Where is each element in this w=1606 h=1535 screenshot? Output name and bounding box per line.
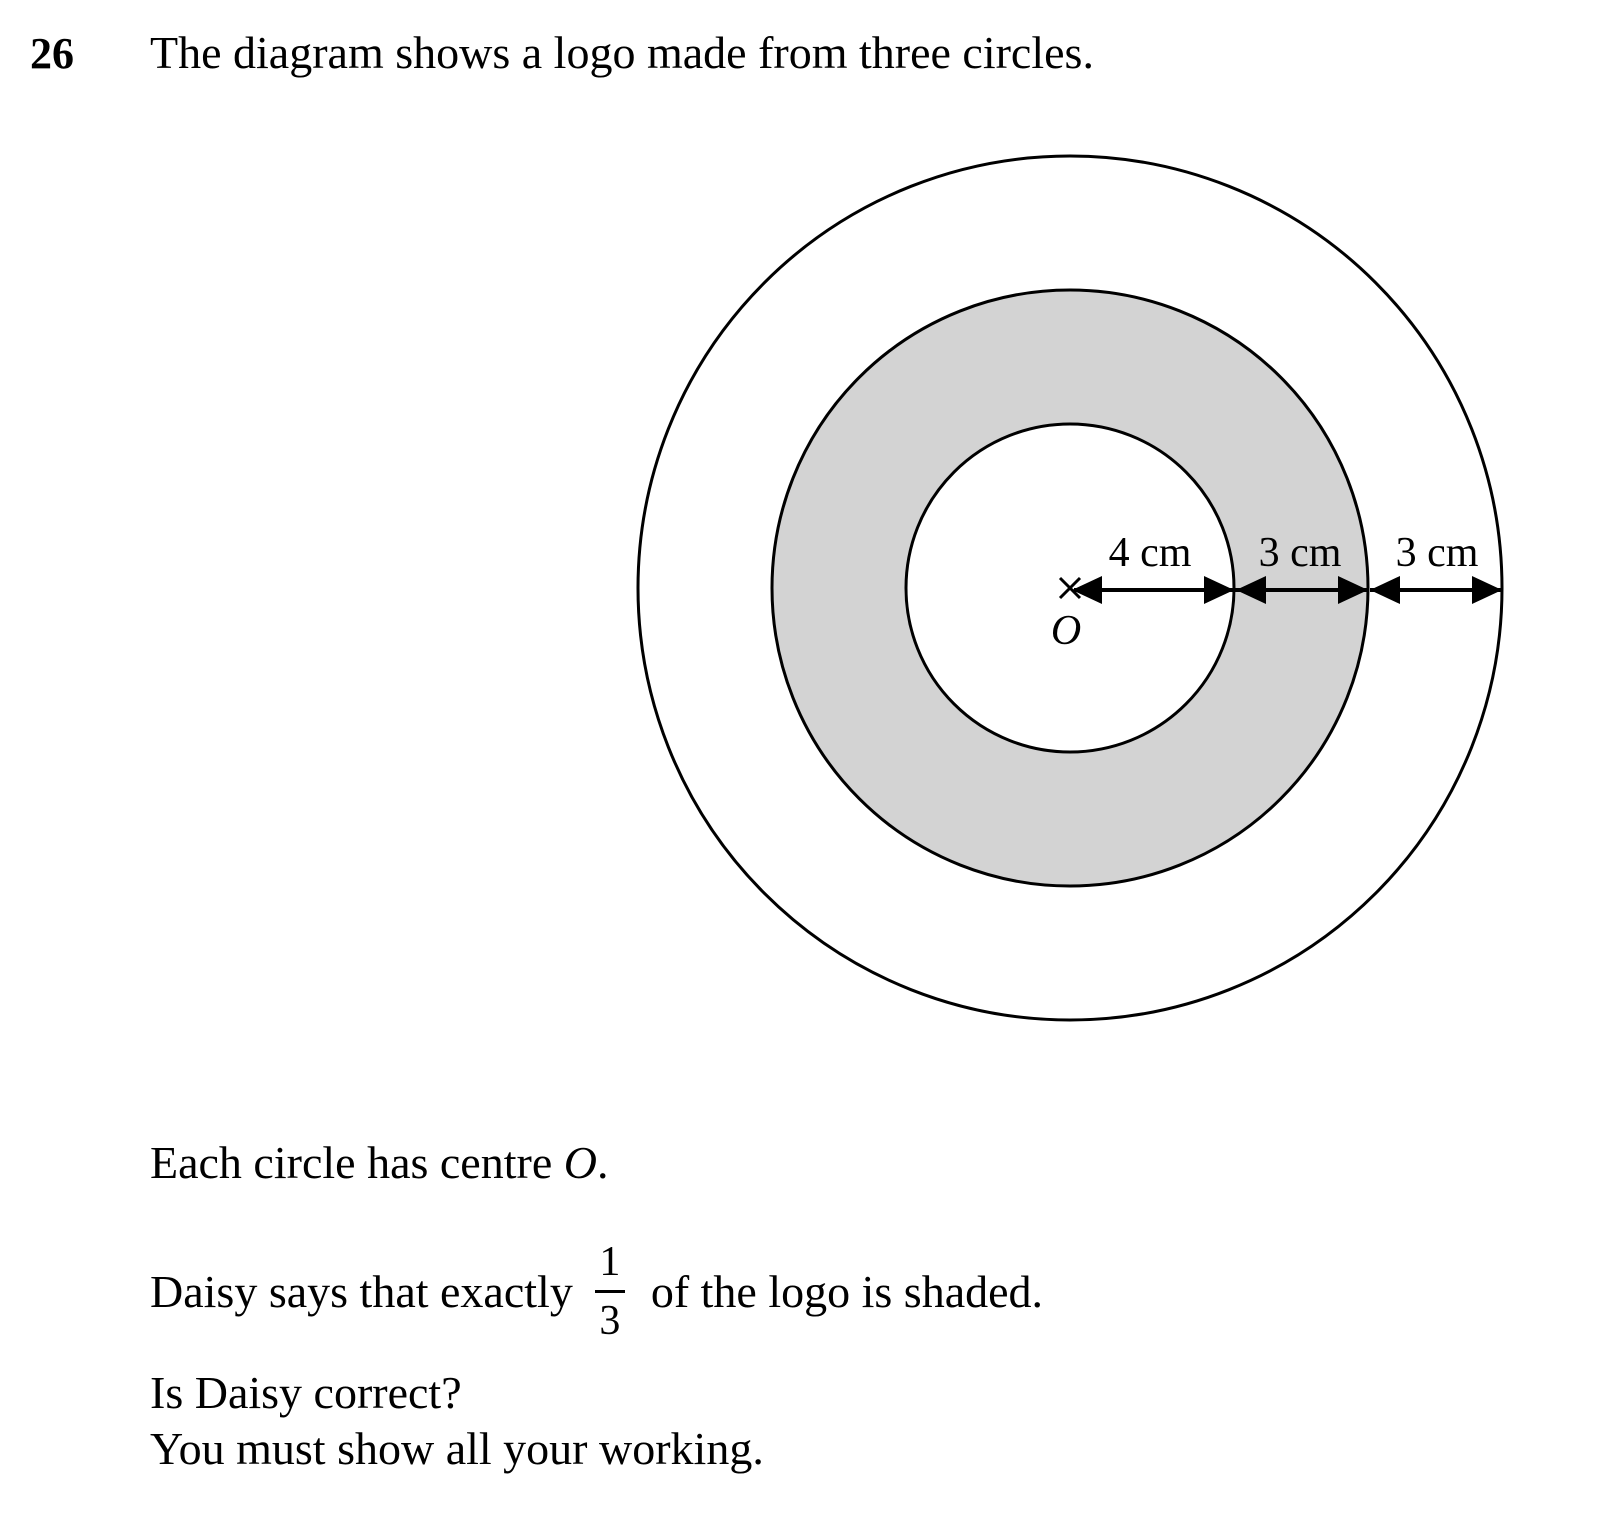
question-ask: Is Daisy correct? [150,1367,462,1418]
arrow-right-icon [1204,576,1234,604]
daisy-statement: Daisy says that exactly 1 3 of the logo … [150,1226,1043,1356]
fraction-denominator: 3 [599,1297,621,1344]
centre-statement: Each circle has centre O. [150,1136,608,1190]
cross-mark-icon [1058,576,1082,600]
dimension-arrow-inner-radius [1072,576,1234,604]
centre-letter: O [563,1137,597,1188]
label-middle-ring: 3 cm [1259,530,1342,576]
question-number: 26 [30,29,74,78]
dimension-arrow-outer-ring [1370,576,1502,604]
arrow-right-icon [1338,576,1368,604]
centre-prefix: Each circle has centre [150,1137,564,1188]
label-inner-radius: 4 cm [1109,530,1192,576]
fraction: 1 3 [594,1238,625,1344]
arrow-right-icon [1472,576,1502,604]
label-outer-ring: 3 cm [1396,530,1479,576]
fraction-numerator: 1 [599,1238,621,1285]
arrow-left-icon [1370,576,1400,604]
dimension-arrow-middle-ring [1235,576,1368,604]
label-centre: O [1051,608,1081,654]
daisy-suffix: of the logo is shaded. [650,1265,1044,1317]
logo-diagram: 4 cm 3 cm 3 cm O [636,154,1504,1022]
daisy-prefix: Daisy says that exactly [150,1265,573,1317]
centre-suffix: . [596,1137,609,1188]
arrow-left-icon [1236,576,1266,604]
working-instruction: You must show all your working. [150,1423,764,1474]
question-intro: The diagram shows a logo made from three… [150,27,1094,78]
arrow-left-icon [1072,576,1102,604]
fraction-bar [594,1289,625,1293]
